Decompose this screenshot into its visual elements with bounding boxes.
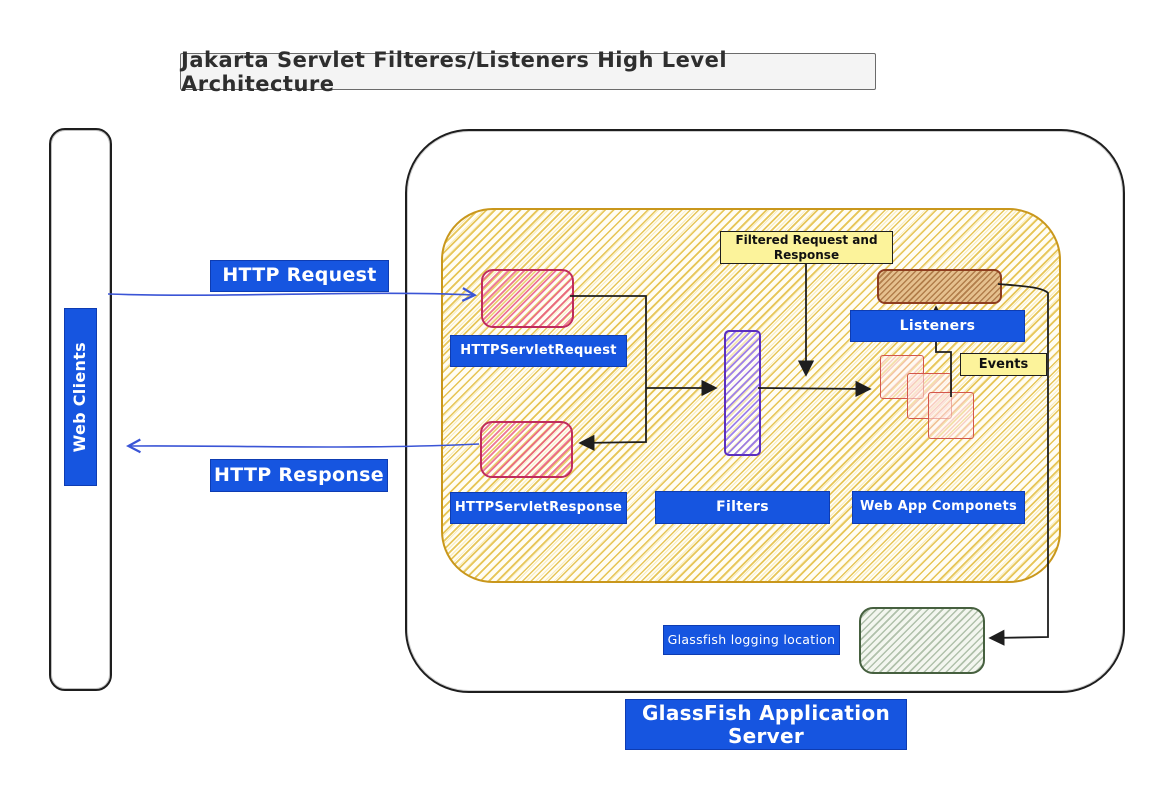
web-app-components-label: Web App Componets bbox=[852, 491, 1025, 524]
http-response-label: HTTP Response bbox=[210, 459, 388, 492]
filtered-request-note: Filtered Request and Response bbox=[720, 231, 893, 264]
listeners-shape bbox=[877, 269, 1002, 304]
http-servlet-response-label: HTTPServletResponse bbox=[450, 492, 627, 524]
http-servlet-request-shape bbox=[481, 269, 574, 328]
listeners-label: Listeners bbox=[850, 310, 1025, 342]
filters-label: Filters bbox=[655, 491, 830, 524]
web-app-component-square-3 bbox=[928, 392, 974, 439]
http-request-label: HTTP Request bbox=[210, 260, 389, 292]
filters-shape bbox=[724, 330, 761, 456]
http-servlet-response-shape bbox=[480, 421, 573, 478]
logging-location-label: Glassfish logging location bbox=[663, 625, 840, 655]
glassfish-server-label: GlassFish Application Server bbox=[625, 699, 907, 750]
logging-location-shape bbox=[859, 607, 985, 674]
web-clients-label: Web Clients bbox=[64, 308, 97, 486]
events-note: Events bbox=[960, 353, 1047, 376]
http-servlet-request-label: HTTPServletRequest bbox=[450, 335, 627, 367]
diagram-title: Jakarta Servlet Filteres/Listeners High … bbox=[180, 48, 876, 96]
